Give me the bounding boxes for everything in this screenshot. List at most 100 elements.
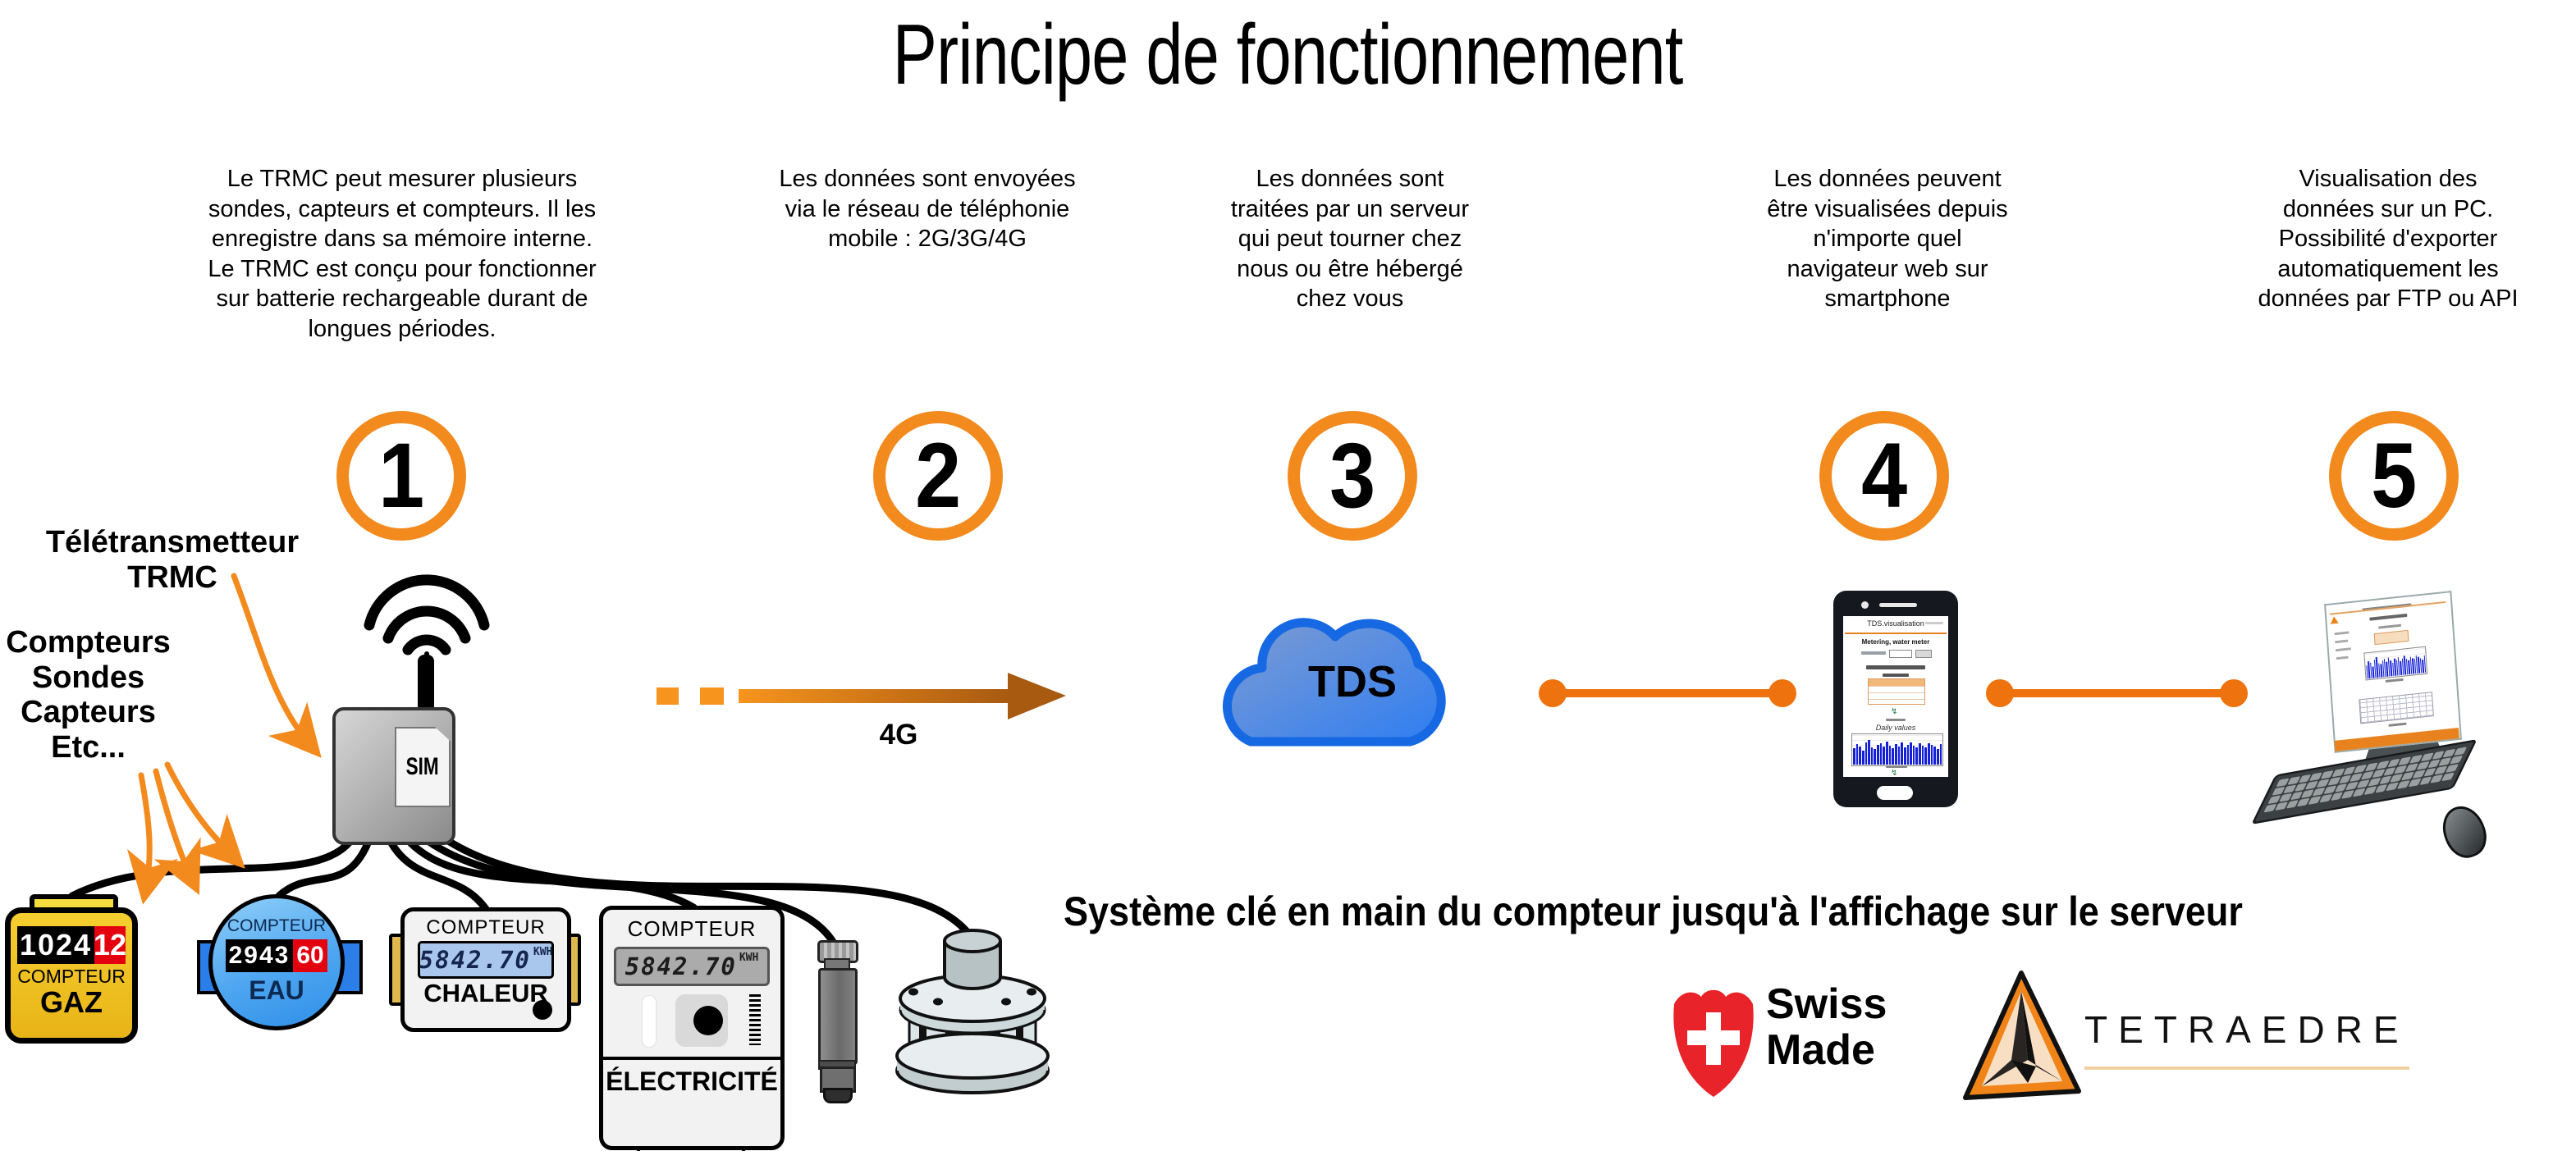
heat-meter: COMPTEUR 5842.70 KWH CHALEUR [400, 907, 571, 1032]
phone-home-button [1877, 786, 1913, 800]
step3-number: 3 [1329, 424, 1376, 527]
pc-menu-1 [2334, 631, 2350, 636]
step2-description: Les données sont envoyées via le réseau … [779, 166, 1076, 253]
phone-chart-title: Daily values [1875, 724, 1916, 732]
cloud-icon [1223, 618, 1446, 747]
barcode [749, 994, 761, 1045]
phone-caption [1886, 719, 1906, 721]
load-cell-sensor [895, 929, 1050, 1094]
label-teletransmetteur-trmc: Télétransmetteur TRMC [45, 525, 300, 595]
gas-meter-display: 1024 12 [17, 926, 126, 964]
sim-card: SIM [395, 727, 451, 807]
trmc-cables [68, 828, 974, 946]
step3-description: Les données sont traitées par un serveur… [1230, 166, 1470, 313]
pc-caption [2385, 678, 2404, 683]
export-icon: ↯ [1891, 707, 1898, 716]
swiss-made-shield-icon [1673, 989, 1754, 1097]
water-reading-red: 60 [293, 939, 327, 972]
tagline: Système clé en main du compteur jusqu'à … [1064, 888, 2243, 934]
made-word: Made [1766, 1026, 1875, 1075]
gas-meter: 1024 12 COMPTEUR GAZ [5, 907, 138, 1044]
phone-data-table [1868, 678, 1925, 705]
label-compteurs-sondes-capteurs: Compteurs Sondes Capteurs Etc... [6, 625, 171, 765]
phone-site-header: TDS.visualisation [1867, 619, 1924, 628]
step2-number: 2 [914, 424, 962, 527]
phone-axis-label [1886, 765, 1907, 768]
sim-label: SIM [405, 753, 440, 780]
water-reading-black: 2943 [226, 939, 293, 972]
antenna [418, 655, 434, 714]
step1-description: Le TRMC peut mesurer plusieurs sondes, c… [208, 166, 597, 342]
step5-badge: 5 [2329, 411, 2459, 541]
tetraedre-triangle-icon [1963, 971, 2081, 1100]
electricity-meter-panel [603, 991, 780, 1055]
phone-screen: TDS.visualisation Metering, water meter … [1843, 616, 1948, 777]
heat-reading: 5842.70 [419, 946, 531, 974]
electricity-meter-label: COMPTEUR [627, 916, 757, 941]
electricity-meter-display: 5842.70 KWH [614, 947, 770, 986]
water-meter-name: EAU [249, 975, 304, 1005]
trmc-device: SIM [332, 707, 455, 845]
pc-menu-3 [2335, 647, 2352, 652]
phone-camera [1861, 601, 1869, 609]
phone-form-label [1861, 651, 1886, 655]
pc-monitor [2324, 591, 2462, 753]
tetraedre-label: TETRAEDRE [2084, 1007, 2409, 1070]
phone-link-line [1866, 665, 1925, 669]
pc-table-grid [2359, 692, 2434, 724]
pc-page-title [2369, 613, 2408, 621]
led-indicator [643, 996, 656, 1047]
phone-form-button [1915, 650, 1932, 658]
water-meter-display: 2943 60 [226, 939, 327, 972]
page-title: Principe de fonctionnement [893, 7, 1684, 103]
electricity-meter: COMPTEUR 5842.70 KWH ÉLECTRICITÉ [599, 906, 785, 1150]
pc-caption-2 [2388, 722, 2407, 727]
water-meter: COMPTEUR 2943 60 EAU [208, 894, 345, 1030]
electricity-reading: 5842.70 [625, 952, 737, 980]
optical-port-eye [693, 1006, 723, 1035]
guide-arrows [126, 573, 322, 905]
step1-number: 1 [377, 424, 425, 527]
step3-badge: 3 [1288, 411, 1417, 541]
pc-text-1 [2378, 623, 2402, 629]
swiss-word: Swiss [1766, 980, 1887, 1028]
phone-form-input [1889, 650, 1912, 658]
heat-meter-label: COMPTEUR [426, 916, 546, 939]
pc-table [2373, 629, 2409, 646]
gas-reading-red: 12 [94, 926, 126, 964]
network-4g-label: 4G [879, 719, 918, 751]
phone-header-links [1925, 622, 1943, 624]
heat-meter-name: CHALEUR [423, 979, 548, 1007]
smartphone: TDS.visualisation Metering, water meter … [1833, 591, 1958, 807]
step5-description: Visualisation des données sur un PC. Pos… [2258, 166, 2519, 313]
cloud-server-label: TDS [1308, 657, 1397, 706]
phone-sn-line [1883, 674, 1909, 677]
pc-menu-2 [2335, 639, 2349, 644]
heat-meter-button [533, 1000, 552, 1020]
pc-header-rule [2329, 601, 2446, 615]
pressure-probe-tip [823, 1088, 853, 1103]
phone-page-title: Metering, water meter [1861, 638, 1930, 646]
divider [603, 1057, 780, 1060]
water-meter-label: COMPTEUR [226, 916, 327, 935]
gas-reading-black: 1024 [17, 926, 94, 964]
export-icon-2: ↯ [1891, 769, 1898, 778]
phone-header-rule [1845, 633, 1947, 634]
phone-bar-chart-bars [1851, 733, 1943, 766]
swiss-made-label: Swiss Made [1766, 981, 1887, 1073]
pc-bar-chart-bars [2363, 646, 2428, 681]
tetraedre-mini-logo-icon [2330, 615, 2339, 624]
step4-number: 4 [1860, 424, 1908, 527]
gas-meter-name: GAZ [40, 985, 103, 1019]
heat-unit: KWH [533, 946, 553, 958]
phone-speaker [1879, 603, 1917, 607]
electricity-unit: KWH [739, 952, 759, 964]
heat-meter-display: 5842.70 KWH [418, 941, 554, 979]
gas-meter-label: COMPTEUR [17, 966, 126, 987]
flow-connectors [1539, 679, 2248, 707]
network-arrow [657, 673, 1066, 719]
wifi-icon [364, 574, 490, 656]
optical-port [675, 994, 728, 1047]
